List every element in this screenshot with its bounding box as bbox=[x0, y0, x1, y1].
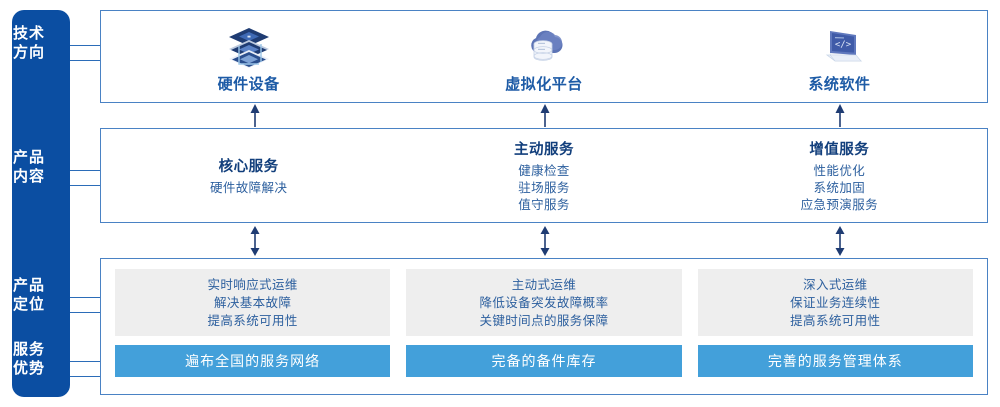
product-content-title-core: 核心服务 bbox=[218, 158, 279, 175]
sidebar-item-product-content[interactable]: 产品 内容 bbox=[0, 148, 58, 186]
positioning-advantage-panel: 实时响应式运维 解决基本故障 提高系统可用性 主动式运维 降低设备突发故障概率 … bbox=[100, 258, 988, 395]
product-content-column-proactive[interactable]: 主动服务 健康检查 驻场服务 值守服务 bbox=[396, 129, 691, 222]
advantage-bar-spare-parts[interactable]: 完备的备件库存 bbox=[406, 345, 682, 377]
category-sidebar bbox=[12, 10, 70, 397]
positioning-line: 主动式运维 bbox=[511, 277, 577, 292]
connector-tech-top bbox=[70, 45, 101, 46]
positioning-card-indepth[interactable]: 深入式运维 保证业务连续性 提高系统可用性 bbox=[697, 269, 973, 336]
sidebar-item-product-content-line1: 产品 bbox=[12, 149, 45, 166]
sidebar-item-service-advantage-line1: 服务 bbox=[12, 341, 45, 358]
product-content-item: 健康检查 bbox=[518, 163, 570, 178]
arrow-up-down-proactive bbox=[540, 226, 550, 256]
advantage-bar-network[interactable]: 遍布全国的服务网络 bbox=[115, 345, 391, 377]
product-content-title-value-added: 增值服务 bbox=[809, 141, 870, 158]
connector-tech-bottom bbox=[70, 60, 101, 61]
product-content-column-value-added[interactable]: 增值服务 性能优化 系统加固 应急预演服务 bbox=[692, 129, 987, 222]
positioning-line: 提高系统可用性 bbox=[790, 313, 881, 328]
sidebar-item-product-positioning[interactable]: 产品 定位 bbox=[0, 276, 58, 314]
connector-advantage-top bbox=[70, 361, 101, 362]
server-stack-icon bbox=[228, 27, 269, 68]
product-content-item: 值守服务 bbox=[518, 197, 570, 212]
positioning-line: 提高系统可用性 bbox=[207, 313, 298, 328]
connector-positioning-bottom bbox=[70, 312, 101, 313]
connector-advantage-bottom bbox=[70, 376, 101, 377]
product-positioning-row: 实时响应式运维 解决基本故障 提高系统可用性 主动式运维 降低设备突发故障概率 … bbox=[115, 269, 973, 336]
product-content-item: 系统加固 bbox=[813, 180, 866, 195]
sidebar-item-product-content-line2: 内容 bbox=[12, 168, 45, 185]
product-content-item: 硬件故障解决 bbox=[209, 180, 288, 195]
arrow-up-virtualization bbox=[540, 104, 550, 127]
product-content-title-proactive: 主动服务 bbox=[513, 141, 574, 158]
service-advantage-row: 遍布全国的服务网络 完备的备件库存 完善的服务管理体系 bbox=[115, 345, 973, 377]
sidebar-item-tech-direction-line1: 技术 bbox=[12, 25, 45, 42]
tech-direction-label-system-software: 系统软件 bbox=[808, 75, 871, 93]
tech-direction-column-system-software[interactable]: </> 系统软件 bbox=[692, 11, 987, 102]
sidebar-item-service-advantage[interactable]: 服务 优势 bbox=[0, 340, 58, 378]
sidebar-item-product-positioning-line1: 产品 bbox=[12, 277, 45, 294]
positioning-line: 保证业务连续性 bbox=[790, 295, 881, 310]
product-content-column-core[interactable]: 核心服务 硬件故障解决 bbox=[101, 129, 396, 222]
positioning-line: 解决基本故障 bbox=[213, 295, 292, 310]
arrow-up-system-software bbox=[835, 104, 845, 127]
tech-direction-panel: 硬件设备 虚拟化平台 bbox=[100, 10, 988, 103]
positioning-line: 实时响应式运维 bbox=[207, 277, 298, 292]
tech-direction-label-hardware: 硬件设备 bbox=[217, 75, 280, 93]
positioning-card-realtime[interactable]: 实时响应式运维 解决基本故障 提高系统可用性 bbox=[115, 269, 391, 336]
tech-direction-column-virtualization[interactable]: 虚拟化平台 bbox=[396, 11, 691, 102]
sidebar-item-tech-direction-line2: 方向 bbox=[12, 44, 45, 61]
sidebar-item-tech-direction[interactable]: 技术 方向 bbox=[0, 24, 58, 62]
sidebar-item-service-advantage-line2: 优势 bbox=[12, 360, 45, 377]
sidebar-item-product-positioning-line2: 定位 bbox=[12, 296, 45, 313]
product-content-item: 性能优化 bbox=[813, 163, 866, 178]
product-content-item: 驻场服务 bbox=[518, 180, 570, 195]
arrow-up-down-core bbox=[250, 226, 260, 256]
tech-direction-label-virtualization: 虚拟化平台 bbox=[505, 75, 583, 93]
cloud-database-icon bbox=[531, 30, 563, 61]
positioning-line: 关键时间点的服务保障 bbox=[479, 313, 609, 328]
tech-direction-column-hardware[interactable]: 硬件设备 bbox=[101, 11, 396, 102]
advantage-bar-management[interactable]: 完善的服务管理体系 bbox=[697, 345, 973, 377]
positioning-line: 深入式运维 bbox=[803, 277, 868, 292]
product-content-item: 应急预演服务 bbox=[800, 197, 879, 212]
laptop-code-icon: </> bbox=[826, 30, 863, 61]
arrow-up-down-value-added bbox=[835, 226, 845, 256]
positioning-line: 降低设备突发故障概率 bbox=[479, 295, 609, 310]
arrow-up-hardware bbox=[250, 104, 260, 127]
positioning-card-proactive[interactable]: 主动式运维 降低设备突发故障概率 关键时间点的服务保障 bbox=[406, 269, 682, 336]
svg-text:</>: </> bbox=[835, 40, 852, 50]
product-content-panel: 核心服务 硬件故障解决 主动服务 健康检查 驻场服务 值守服务 增值服务 性能优… bbox=[100, 128, 988, 223]
connector-content-bottom bbox=[70, 185, 101, 186]
connector-positioning-top bbox=[70, 297, 101, 298]
connector-content-top bbox=[70, 170, 101, 171]
